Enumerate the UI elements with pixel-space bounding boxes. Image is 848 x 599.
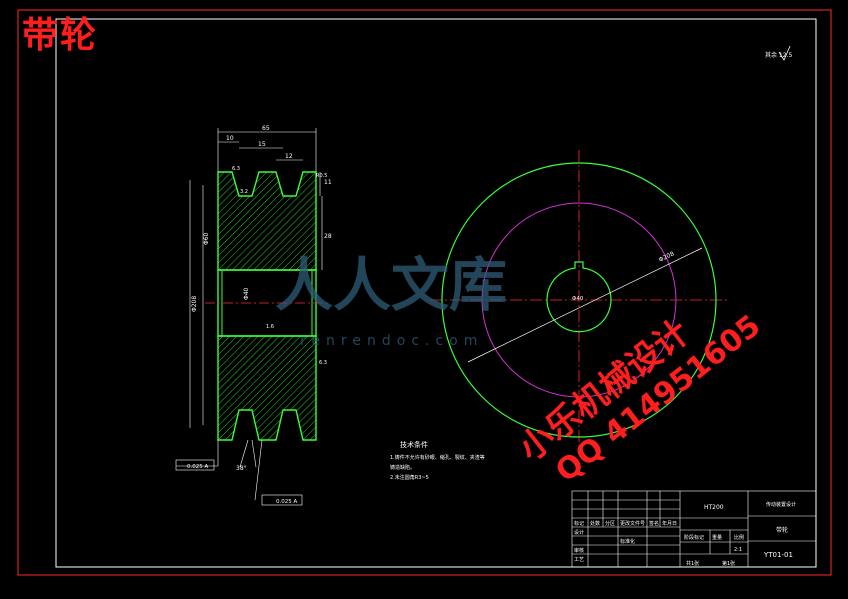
inner-frame [55,18,817,568]
roughness-b: 3.2 [240,189,248,195]
tb-stage-scale: 比例 [734,534,744,541]
pitch-circle-label: Φ208 [658,250,676,263]
tb-part-name: 带轮 [776,526,788,534]
pitch-circle [481,202,677,398]
title-block-text: HT200 传动装置设计 带轮 YT01-01 2:1 共1张 第1张 标记 处… [574,501,796,567]
tb-project: 传动装置设计 [766,501,796,508]
runout-callout-2: 0.025 A [261,494,303,506]
outer-circle [441,162,717,438]
runout-callout-1: 0.025 A [175,459,215,471]
outer-frame [17,9,832,576]
watermark-brand: 人人文库 [275,251,507,319]
tech-req-line-2: 铸造缺陷。 [390,464,415,471]
drawing-title: 带轮 [22,14,99,56]
tb-col-zone: 分区 [605,520,615,527]
section-view: 65 10 15 12 11 Φ208 Φ60 28 Φ40 38° 6.3 3… [175,125,332,506]
dim-hub-diameter: Φ60 [203,232,210,245]
renren-watermark: 人人文库 renrendoc.com [275,251,507,349]
tb-col-sign: 签名 [649,520,659,527]
diameter-leader [467,247,703,363]
front-view: Φ208 Φ40 [430,150,730,450]
dim-groove-depth: 11 [324,179,332,186]
tb-stage-mark: 阶段标记 [684,534,704,541]
tb-scale: 2:1 [734,547,742,553]
dim-bore-diameter: Φ40 [243,287,250,300]
runout-1-text: 0.025 A [187,464,208,470]
tb-material: HT200 [704,504,724,511]
tb-col-change: 更改文件号 [620,520,645,527]
dim-overall-width: 65 [262,125,270,132]
dim-groove-top: 12 [285,153,293,160]
author-stamp: 小乐机械设计 QQ 414951605 [512,308,768,489]
tech-req-line-3: 2.未注圆角R3~5 [390,474,429,481]
roughness-a: 6.3 [232,166,240,172]
tb-row-design: 设计 [574,529,584,536]
dim-web-height: 28 [324,233,332,240]
lower-rim-section [217,335,317,441]
title-block [571,490,817,568]
groove-fillet: R0.5 [316,173,327,179]
watermark-site: renrendoc.com [300,333,483,349]
tb-sheet-total: 共1张 [686,560,699,567]
tech-req-title: 技术条件 [400,440,428,449]
dim-left-offset: 10 [226,135,234,142]
roughness-symbol-text: 其余 12.5 [765,51,792,59]
tech-req-line-1: 1.铸件不允许有砂眼、缩孔、裂纹、夹渣等 [390,454,485,461]
technical-requirements: 技术条件 1.铸件不允许有砂眼、缩孔、裂纹、夹渣等 铸造缺陷。 2.未注圆角R3… [390,440,485,481]
roughness-c: 1.6 [266,324,274,330]
tb-row-standard: 标准化 [620,538,635,545]
tb-col-date: 年月日 [662,520,677,527]
tb-stage-weight: 重量 [712,534,722,541]
tb-sheet-number: 第1张 [722,560,735,567]
tb-row-review: 审核 [574,547,584,554]
dim-groove-angle: 38° [236,465,247,472]
dim-groove-pitch: 15 [258,141,266,148]
keyway-bore [546,261,612,333]
runout-2-text: 0.025 A [276,499,297,505]
bore-label: Φ40 [572,296,584,302]
roughness-d: 6.3 [319,360,327,366]
tb-drawing-number: YT01-01 [763,551,793,559]
roughness-symbol: 其余 12.5 [765,45,792,61]
tb-row-process: 工艺 [574,557,584,563]
tb-col-count: 处数 [590,520,600,527]
dim-outer-diameter: Φ208 [191,296,198,312]
tb-col-mark: 标记 [574,520,584,527]
